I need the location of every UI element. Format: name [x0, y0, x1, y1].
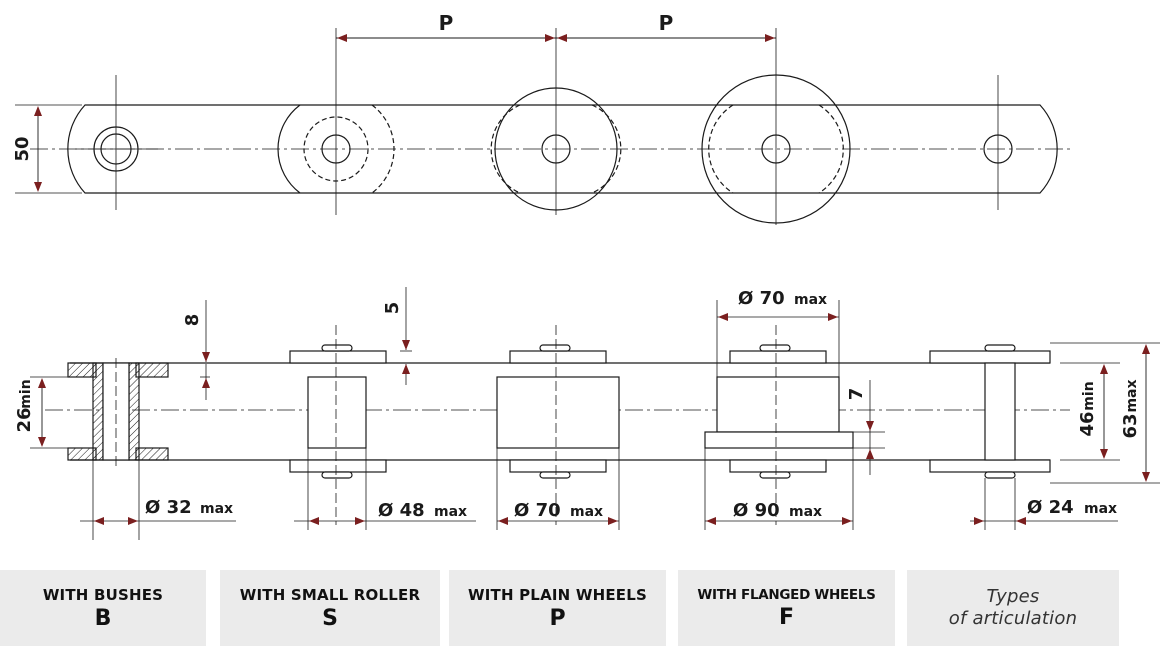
type-plain-wheels-label: WITH PLAIN WHEELS [467, 585, 647, 604]
svg-text:max: max [1084, 501, 1117, 517]
svg-text:max: max [1124, 379, 1140, 412]
plate-8-label: 8 [182, 314, 203, 327]
svg-text:max: max [200, 501, 233, 517]
joint-plain-wheel-side [496, 325, 620, 530]
plate-5-label: 5 [382, 302, 403, 315]
type-flanged-wheels-label: WITH FLANGED WHEELS [697, 586, 876, 603]
dia-48-label: Ø 48 max [378, 500, 467, 521]
type-bushes-panel: WITH BUSHES B [0, 570, 206, 646]
svg-text:Ø 32: Ø 32 [145, 497, 192, 518]
joint-plain-wheel-top [490, 28, 622, 215]
type-flanged-wheels-code: F [778, 604, 795, 630]
svg-text:Ø 90: Ø 90 [733, 500, 780, 521]
dia-70-top-label: Ø 70 max [738, 288, 827, 309]
svg-text:Ø 24: Ø 24 [1027, 497, 1074, 518]
joint-flanged-wheel-top [701, 28, 851, 225]
svg-text:63: 63 [1120, 413, 1141, 438]
type-plain-wheels-code: P [549, 605, 566, 631]
pitch-label-left: P [439, 11, 454, 35]
joint-pin-top [983, 75, 1013, 210]
dia-24-label: Ø 24 max [1027, 497, 1117, 518]
dia-70-bottom-label: Ø 70 max [514, 500, 603, 521]
inner-26-label: 26 min [14, 379, 35, 432]
svg-text:min: min [1081, 381, 1097, 410]
outer-63-label: 63 max [1120, 379, 1141, 438]
type-small-roller-label: WITH SMALL ROLLER [239, 585, 421, 604]
type-bushes-label: WITH BUSHES [42, 585, 164, 604]
joint-bushes-top [75, 75, 158, 210]
type-small-roller-panel: WITH SMALL ROLLER S [220, 570, 440, 646]
svg-text:max: max [794, 292, 827, 308]
joint-small-roller-top [277, 28, 395, 215]
types-legend-line2: of articulation [948, 608, 1078, 629]
chain-plate-outline [67, 104, 1058, 194]
svg-text:max: max [789, 504, 822, 520]
pitch-label-right: P [659, 11, 674, 35]
joint-flanged-wheel-side [704, 300, 885, 530]
joint-pin-side [929, 344, 1118, 530]
svg-text:min: min [18, 379, 34, 408]
svg-text:Ø 70: Ø 70 [514, 500, 561, 521]
svg-text:Ø 48: Ø 48 [378, 500, 425, 521]
svg-text:46: 46 [1077, 411, 1098, 436]
dia-32-label: Ø 32 max [145, 497, 233, 518]
joint-bushes-side [67, 358, 236, 540]
type-plain-wheels-panel: WITH PLAIN WHEELS P [449, 570, 666, 646]
svg-text:26: 26 [14, 407, 35, 432]
side-view [30, 287, 1160, 540]
svg-text:max: max [434, 504, 467, 520]
svg-text:Ø 70: Ø 70 [738, 288, 785, 309]
types-legend-line1: Types [986, 586, 1040, 607]
side-arrows [38, 313, 1150, 525]
chain-technical-drawing: P P 50 [12, 11, 1160, 540]
type-small-roller-code: S [322, 605, 338, 631]
top-arrows [34, 34, 775, 192]
inner-46-label: 46 min [1077, 381, 1098, 436]
type-bushes-code: B [94, 605, 112, 631]
flange-7-label: 7 [846, 388, 867, 401]
types-legend-panel: Types of articulation [907, 570, 1119, 646]
svg-text:max: max [570, 504, 603, 520]
height-50-label: 50 [12, 136, 33, 161]
top-view [15, 28, 1070, 225]
type-flanged-wheels-panel: WITH FLANGED WHEELS F [678, 570, 895, 646]
dia-90-label: Ø 90 max [733, 500, 822, 521]
joint-small-roller-side [289, 325, 476, 530]
